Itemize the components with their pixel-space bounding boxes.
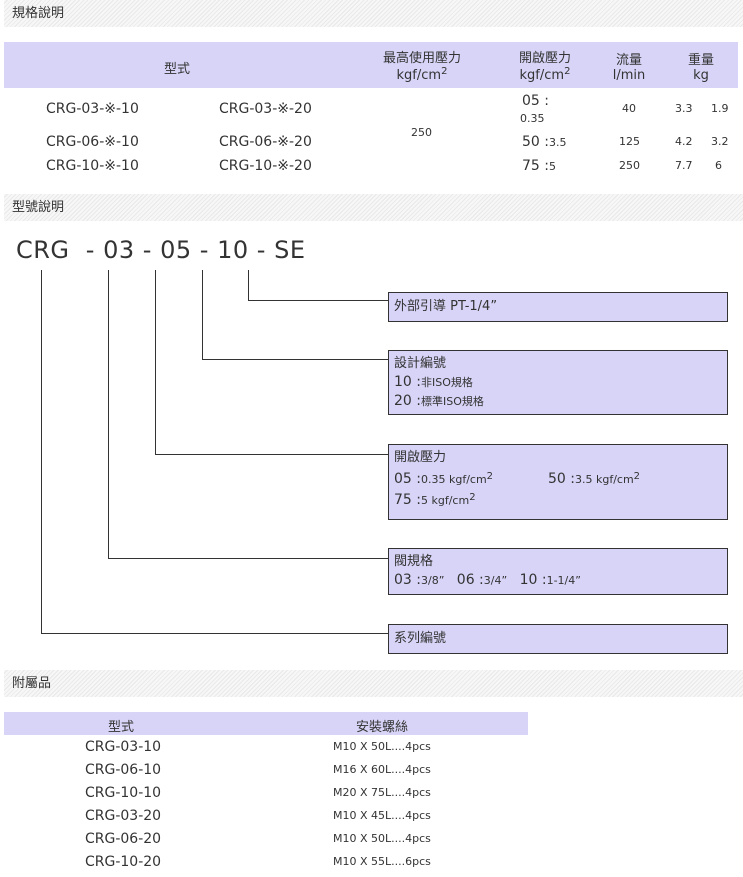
model-code-dash-2: - [142, 236, 152, 264]
spec-max-pressure: 250 [411, 126, 432, 139]
section-header-accessories: 附屬品 [4, 670, 743, 697]
spec-row-2-model-b: CRG-06-※-20 [219, 134, 312, 150]
connector-series-vertical [41, 270, 42, 633]
box-series-number: 系列編號 [388, 624, 728, 654]
connector-suffix-horizontal [248, 300, 388, 301]
box-series-title: 系列編號 [394, 631, 447, 646]
acc-row-6-model: CRG-10-20 [85, 854, 162, 870]
spec-row-1-weight-a: 3.3 [675, 102, 693, 115]
spec-table-header [4, 42, 738, 88]
model-code: CRG - 03 - 05 - 10 - SE [16, 236, 306, 264]
header-crack-pressure: 開啟壓力 [518, 51, 571, 66]
box-crack-line-1: 05 :0.35 kgf/cm2 50 :3.5 kgf/cm2 [394, 467, 722, 489]
model-code-crack: 05 [160, 236, 192, 264]
acc-row-2-bolt: M16 X 60L....4pcs [333, 763, 431, 776]
header-type: 型式 [163, 62, 190, 77]
model-code-size: 03 [103, 236, 135, 264]
acc-row-5-bolt: M10 X 50L....4pcs [333, 832, 431, 845]
box-valve-size: 閥規格 03 :3/8” 06 :3/4” 10 :1-1/4” [388, 548, 728, 595]
header-weight-unit: kg [693, 68, 709, 83]
spec-row-1-crack-code: 05 : [522, 93, 549, 109]
connector-size-vertical [108, 270, 109, 558]
model-code-dash-3: - [199, 236, 209, 264]
connector-suffix-vertical [248, 270, 249, 300]
acc-row-1-model: CRG-03-10 [85, 739, 162, 755]
header-flow: 流量 [615, 53, 642, 68]
spec-row-1-weight-b: 1.9 [711, 102, 729, 115]
box-external-title: 外部引導 PT-1/4” [394, 299, 498, 314]
box-design-title: 設計編號 [394, 356, 447, 371]
spec-row-2-crack: 50 :3.5 [522, 134, 567, 150]
model-code-suffix: SE [274, 236, 306, 264]
header-weight: 重量 [687, 53, 714, 68]
model-code-series: CRG [16, 236, 70, 264]
spec-row-1-model-b: CRG-03-※-20 [219, 101, 312, 117]
model-code-dash-4: - [256, 236, 266, 264]
acc-row-4-bolt: M10 X 45L....4pcs [333, 809, 431, 822]
model-code-design: 10 [217, 236, 249, 264]
connector-design-vertical [202, 270, 203, 359]
spec-row-2-weight-b: 3.2 [711, 135, 729, 148]
spec-row-3-flow: 250 [619, 159, 640, 172]
section-header-model: 型號說明 [4, 194, 743, 221]
box-crack-pressure: 開啟壓力 05 :0.35 kgf/cm2 50 :3.5 kgf/cm2 75… [388, 444, 728, 520]
header-flow-unit: l/min [612, 68, 646, 83]
spec-row-1-flow: 40 [622, 102, 636, 115]
header-crack-pressure-unit: kgf/cm2 [519, 66, 571, 83]
header-max-pressure-unit: kgf/cm2 [396, 66, 448, 83]
acc-row-3-bolt: M20 X 75L....4pcs [333, 786, 431, 799]
connector-crack-vertical [155, 270, 156, 454]
spec-row-2-model-a: CRG-06-※-10 [46, 134, 139, 150]
box-size-title: 閥規格 [394, 554, 434, 569]
model-code-dash-1: - [85, 236, 95, 264]
spec-row-3-model-a: CRG-10-※-10 [46, 158, 139, 174]
box-crack-item-50: 50 :3.5 kgf/cm2 [548, 471, 641, 487]
acc-row-5-model: CRG-06-20 [85, 831, 162, 847]
acc-header-type: 型式 [107, 720, 134, 735]
acc-header-bolt: 安裝螺絲 [355, 720, 408, 735]
connector-crack-horizontal [155, 454, 388, 455]
box-crack-item-05: 05 :0.35 kgf/cm2 [394, 471, 494, 487]
spec-row-1-crack-val: 0.35 [520, 112, 545, 125]
acc-table-header [4, 712, 528, 735]
box-crack-item-75: 75 :5 kgf/cm2 [394, 492, 476, 508]
box-external-pilot: 外部引導 PT-1/4” [388, 292, 728, 322]
header-max-pressure: 最高使用壓力 [382, 51, 461, 66]
spec-row-3-model-b: CRG-10-※-20 [219, 158, 312, 174]
box-design-line-1: 10 :非ISO規格 [394, 374, 473, 390]
connector-design-horizontal [202, 359, 388, 360]
acc-row-1-bolt: M10 X 50L....4pcs [333, 740, 431, 753]
spec-row-3-crack: 75 :5 [522, 158, 556, 174]
connector-series-horizontal [41, 633, 388, 634]
acc-row-3-model: CRG-10-10 [85, 785, 162, 801]
section-header-spec: 規格說明 [4, 0, 743, 27]
spec-row-2-flow: 125 [619, 135, 640, 148]
box-size-line: 03 :3/8” 06 :3/4” 10 :1-1/4” [394, 572, 581, 588]
acc-row-6-bolt: M10 X 55L....6pcs [333, 855, 431, 868]
connector-size-horizontal [108, 558, 388, 559]
spec-row-3-weight-a: 7.7 [675, 159, 693, 172]
box-design-number: 設計編號 10 :非ISO規格 20 :標準ISO規格 [388, 350, 728, 415]
acc-row-4-model: CRG-03-20 [85, 808, 162, 824]
spec-row-1-model-a: CRG-03-※-10 [46, 101, 139, 117]
spec-row-2-weight-a: 4.2 [675, 135, 693, 148]
spec-row-3-weight-b: 6 [715, 159, 722, 172]
box-crack-title: 開啟壓力 [394, 450, 447, 465]
acc-row-2-model: CRG-06-10 [85, 762, 162, 778]
box-design-line-2: 20 :標準ISO規格 [394, 393, 484, 409]
